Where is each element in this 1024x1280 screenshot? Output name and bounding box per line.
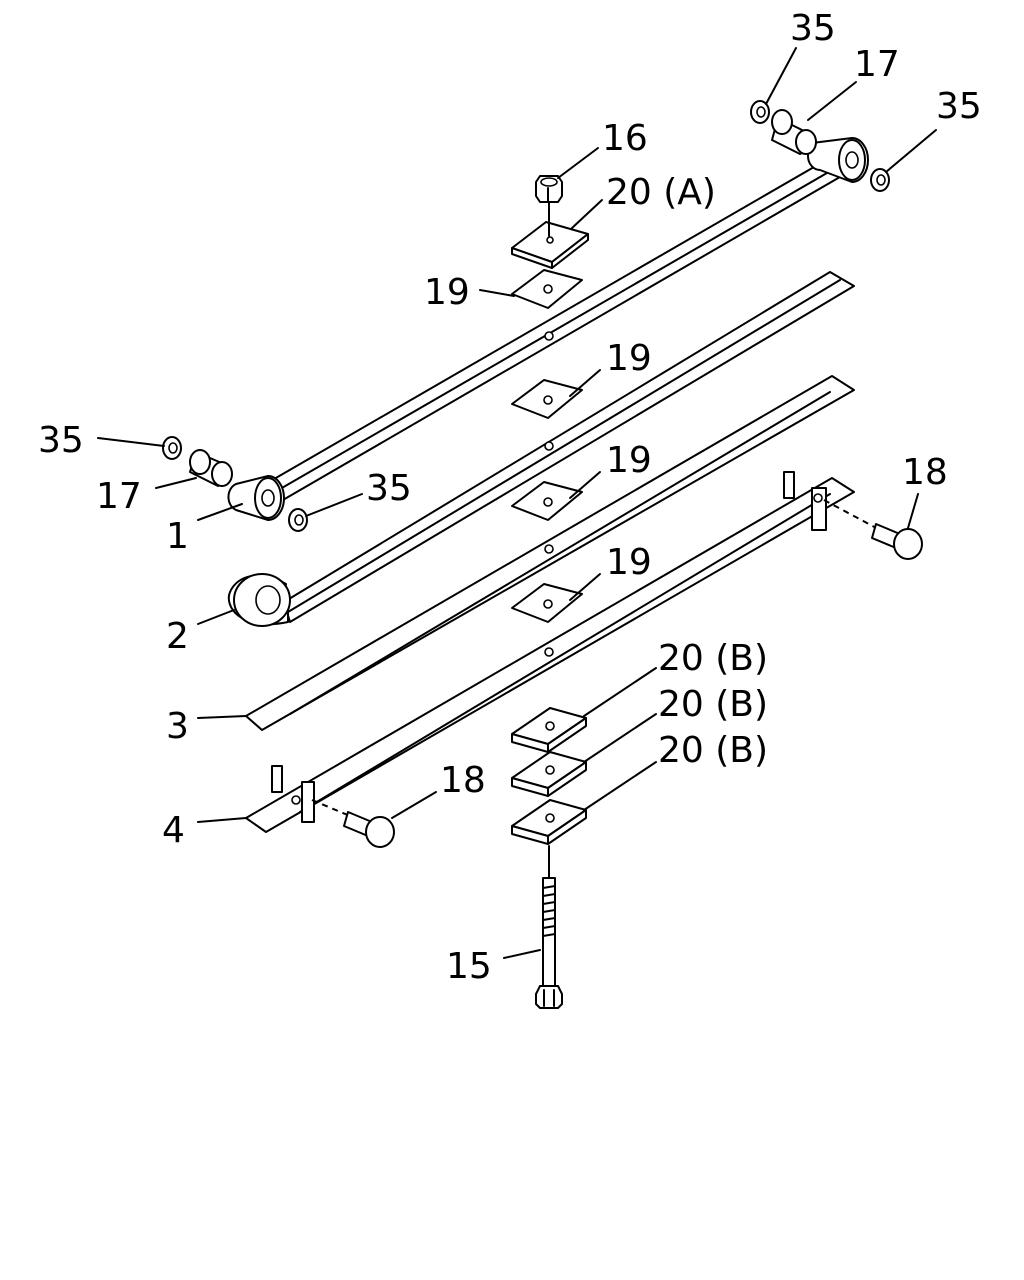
label-15: 15: [446, 946, 492, 987]
leaf-4-right-clip: [783, 471, 795, 499]
leaf-2: [227, 271, 855, 627]
liner-19-second: [511, 379, 583, 419]
leaf-4: [245, 471, 855, 833]
nut-16: [535, 175, 563, 203]
washer-35-mid: [288, 508, 308, 532]
callout-labels: 35 17 35 16 20 (A) 19 19 19 19 35 17 35 …: [38, 8, 982, 987]
label-35-top: 35: [790, 8, 836, 49]
label-17-left: 17: [96, 476, 142, 517]
plate-20b-second: [511, 751, 587, 797]
label-20b-third: 20 (B): [658, 730, 768, 771]
leaf-4-left-clip: [271, 765, 283, 793]
label-19-second: 19: [606, 338, 652, 379]
label-19-fourth: 19: [606, 542, 652, 583]
liner-19-third: [511, 481, 583, 521]
label-16: 16: [602, 118, 648, 159]
liner-19-fourth: [511, 583, 583, 623]
leader-lines: [97, 47, 937, 959]
label-20b-first: 20 (B): [658, 638, 768, 679]
label-1: 1: [166, 516, 189, 557]
bushing-17-top: [771, 109, 817, 155]
label-20b-second: 20 (B): [658, 684, 768, 725]
label-4: 4: [162, 810, 185, 851]
label-17-top: 17: [854, 44, 900, 85]
clip-bolt-18-left: [343, 811, 395, 848]
label-35-mid: 35: [366, 468, 412, 509]
label-35-right: 35: [936, 86, 982, 127]
washer-35-top: [750, 100, 770, 124]
washer-35-left: [162, 436, 182, 460]
plate-20b-first: [511, 707, 587, 753]
label-2: 2: [166, 616, 189, 657]
label-19-top: 19: [424, 272, 470, 313]
bushing-17-left: [189, 449, 233, 487]
plate-20b-third: [511, 799, 587, 845]
label-18-right: 18: [902, 452, 948, 493]
clip-bolt-18-right: [871, 523, 923, 560]
leaf-1: [227, 137, 869, 521]
label-3: 3: [166, 706, 189, 747]
label-35-left: 35: [38, 420, 84, 461]
label-18-left: 18: [440, 760, 486, 801]
plate-20a: [511, 221, 589, 269]
label-19-third: 19: [606, 440, 652, 481]
washer-35-right: [870, 168, 890, 192]
leaf-3: [245, 375, 855, 731]
liner-19-top: [511, 269, 583, 309]
label-20a: 20 (A): [606, 172, 716, 213]
center-bolt-15: [535, 877, 563, 1009]
